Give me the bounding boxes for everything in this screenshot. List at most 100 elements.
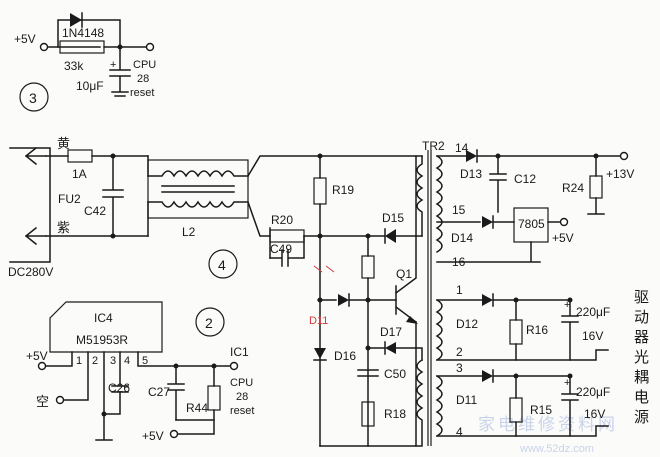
resistor-small xyxy=(361,255,375,279)
svg-text:耦: 耦 xyxy=(634,368,649,386)
svg-text:源: 源 xyxy=(634,408,649,426)
c-bot-plus: + xyxy=(564,377,570,389)
fuse-label: FU2 xyxy=(58,192,81,206)
reset-ic-section-2: IC4 M51953R 1 2 3 4 5 +5V 空 C26 C27 R44 … xyxy=(26,301,254,443)
pin16-label: 16 xyxy=(452,255,466,269)
c-bot-volt: 16V xyxy=(584,407,605,421)
svg-text:器: 器 xyxy=(634,328,649,346)
q1-label: Q1 xyxy=(396,267,412,281)
d16-label: D16 xyxy=(334,349,356,363)
wire-yellow-label: 黄 xyxy=(57,137,70,152)
svg-text:驱: 驱 xyxy=(634,288,649,306)
c26-label: C26 xyxy=(108,381,130,395)
pin4-label: 4 xyxy=(456,425,463,439)
d17-label: D17 xyxy=(380,325,402,339)
terminal-ic4-vcc xyxy=(37,361,47,371)
pin1-label: 1 xyxy=(456,283,463,297)
r44-label: R44 xyxy=(186,401,208,415)
d11-label: D11 xyxy=(456,393,477,407)
r19-label: R19 xyxy=(332,183,354,197)
section-3-badge xyxy=(19,82,49,112)
diode-d11-out-icon xyxy=(482,370,493,382)
watermark-text: 家电维修资料网 xyxy=(478,415,618,435)
resistor-r19 xyxy=(313,177,327,205)
ic1-label: IC1 xyxy=(230,345,249,359)
resistor-r44 xyxy=(207,385,221,411)
r24-label: R24 xyxy=(562,181,584,195)
transformer-tr2: TR2 xyxy=(415,139,445,447)
diode-d11-icon xyxy=(338,294,349,306)
fuse-rating-label: 1A xyxy=(72,167,87,181)
power-input: 黄 紫 1A FU2 C42 DC280V xyxy=(8,137,149,279)
reg-label: 7805 xyxy=(518,217,545,231)
d14-label: D14 xyxy=(451,231,473,245)
svg-text:光: 光 xyxy=(634,348,649,366)
diode-d15-icon xyxy=(385,229,396,243)
pin14-label: 14 xyxy=(455,141,469,155)
section-2-number: 2 xyxy=(205,315,213,331)
diode-label: 1N4148 xyxy=(62,26,104,40)
pin15-label: 15 xyxy=(452,203,466,217)
watermark-url: www.52dz.com xyxy=(519,443,594,455)
c12-label: C12 xyxy=(514,172,536,186)
r18-label: R18 xyxy=(384,407,406,421)
inductor-label: L2 xyxy=(182,225,196,239)
resistor-label: 33k xyxy=(64,59,84,73)
cpu-pin-label: 28 xyxy=(137,73,149,85)
section-4-number: 4 xyxy=(218,257,226,273)
connector-label: DC280V xyxy=(8,265,53,279)
ic4-part-label: M51953R xyxy=(76,333,128,347)
terminal-empty xyxy=(55,395,65,405)
section-4-badge xyxy=(208,249,238,279)
cpu2-label: CPU xyxy=(230,377,253,389)
svg-text:4: 4 xyxy=(124,355,130,367)
driver-output-1: 1 2 D12 R16 + 220μF 16V xyxy=(436,283,610,361)
section-2-badge xyxy=(195,307,225,337)
cpu-label: CPU xyxy=(133,59,156,71)
reset-circuit-section-3: +5V 1N4148 33k 10μF + CPU 28 reset 3 xyxy=(14,12,156,112)
terminal-5v-out xyxy=(559,217,569,227)
diode-1n4148-icon xyxy=(70,13,82,27)
svg-text:动: 动 xyxy=(634,308,649,326)
primary-switch-section-4: R20 C49 R19 D15 D11 D16 xyxy=(208,153,418,447)
vcc-bottom-label: +5V xyxy=(142,429,164,443)
c50-label: C50 xyxy=(384,367,406,381)
svg-text:2: 2 xyxy=(92,355,98,367)
ic4-vcc-label: +5V xyxy=(26,349,48,363)
diode-d17-icon xyxy=(385,342,396,354)
diode-d16-icon xyxy=(314,348,326,359)
v5-label: +5V xyxy=(552,231,574,245)
svg-text:5: 5 xyxy=(142,355,148,367)
c49-label: C49 xyxy=(270,242,292,256)
d15-label: D15 xyxy=(382,211,404,225)
c-bot-value: 220μF xyxy=(576,385,610,399)
section-3-number: 3 xyxy=(29,90,37,106)
r16-label: R16 xyxy=(526,323,548,337)
r20-label: R20 xyxy=(271,213,293,227)
svg-text:1: 1 xyxy=(76,355,82,367)
capacitor-label: 10μF xyxy=(76,79,104,93)
d12-label: D12 xyxy=(456,317,478,331)
pin2-label: 2 xyxy=(456,345,463,359)
c27-label: C27 xyxy=(148,385,170,399)
svg-text:电: 电 xyxy=(634,388,649,406)
terminal-cpu-reset-2 xyxy=(229,361,239,371)
cpu2-reset-label: reset xyxy=(230,405,254,417)
empty-pin-label: 空 xyxy=(36,395,49,410)
driver-output-2: 3 4 D11 R15 + 220μF 16V xyxy=(436,361,610,439)
vcc-label: +5V xyxy=(14,32,36,46)
capacitor-plus: + xyxy=(110,59,116,71)
pin3-label: 3 xyxy=(456,361,463,375)
c-top-volt: 16V xyxy=(582,329,603,343)
terminal-13v xyxy=(619,151,629,161)
v13-label: +13V xyxy=(606,167,634,181)
svg-text:3: 3 xyxy=(110,355,116,367)
cpu2-pin-label: 28 xyxy=(236,391,248,403)
terminal-cpu-reset xyxy=(145,42,155,52)
d11-red-annotation: D11 xyxy=(309,315,328,327)
diode-d14-icon xyxy=(482,216,493,228)
ic4-label: IC4 xyxy=(94,311,113,325)
terminal-vcc xyxy=(39,42,49,52)
diode-d13-icon xyxy=(466,150,477,162)
